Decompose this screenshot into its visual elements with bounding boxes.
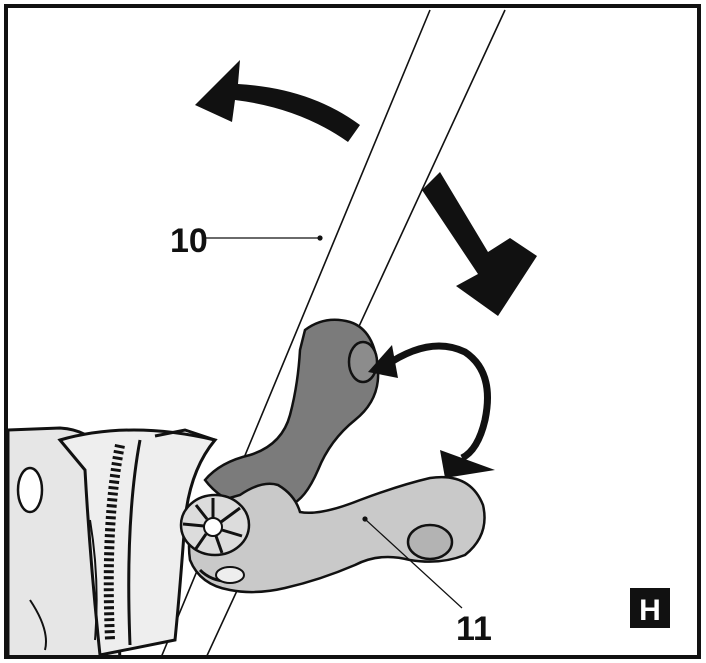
curved-arrow-clockwise-icon <box>368 342 495 478</box>
callout-11-leader <box>362 516 463 609</box>
clamp-lever-closed <box>179 475 486 594</box>
panel-badge: H <box>630 588 670 628</box>
callout-10-leader <box>205 235 323 241</box>
motor-housing <box>8 426 218 655</box>
callout-10-number: 10 <box>170 222 208 260</box>
callout-11-number: 11 <box>456 610 492 648</box>
arrow-down-right-icon <box>422 172 537 316</box>
curved-arrow-up-left-icon <box>195 60 360 142</box>
panel-badge-letter: H <box>639 594 661 627</box>
